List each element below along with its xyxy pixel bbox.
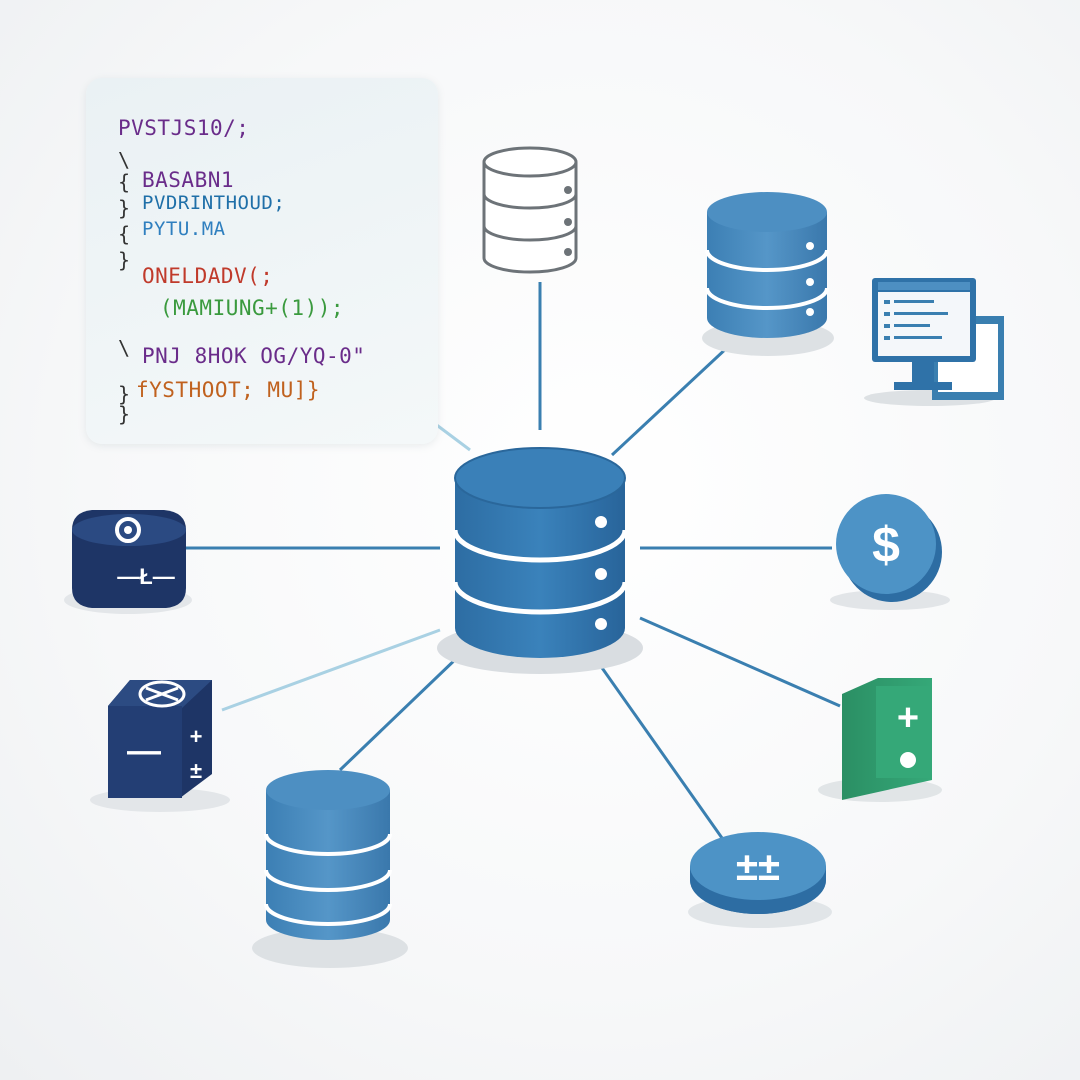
code-brace: } [118, 196, 131, 220]
connector-to-green-block [639, 616, 841, 708]
connector-to-top-right-db [610, 343, 732, 457]
code-line: BASABN1 [142, 168, 235, 192]
gear-glyph-icon [115, 517, 141, 543]
connector-to-bottom-coin [598, 664, 724, 839]
dollar-coin-icon: $ [830, 494, 950, 610]
navy-box-icon: — + ± [90, 680, 230, 812]
green-block-icon: + [818, 678, 942, 802]
database-icon-bottom [252, 770, 408, 968]
navy-box-front-symbol: — [127, 732, 161, 770]
green-block-plus: + [897, 697, 919, 739]
wheel-glyph-icon [138, 680, 186, 708]
navy-cube-symbol: —Ł— [117, 564, 174, 589]
connector-to-bottom-left-cube [221, 628, 441, 712]
code-line: PVSTJS10/; [118, 116, 250, 140]
code-brace: \ [118, 148, 131, 172]
dollar-symbol: $ [872, 517, 900, 573]
connector-to-bottom-db [338, 653, 462, 772]
navy-cube-icon: —Ł— [64, 510, 192, 614]
code-line: fYSTHOOT; MU]} [136, 378, 321, 402]
central-database-icon [437, 447, 643, 674]
database-icon-top-right [702, 192, 834, 356]
code-brace: } [118, 382, 131, 406]
computer-monitor-icon [864, 278, 1004, 406]
code-brace: \ [118, 336, 131, 360]
code-line: PVDRINTHOUD; [142, 192, 286, 214]
bottom-coin-icon: ±± [688, 832, 832, 928]
bottom-coin-symbol: ±± [736, 845, 780, 889]
outline-database-icon [482, 146, 578, 274]
code-line: PNJ 8HOK OG/YQ-0" [142, 344, 366, 368]
code-brace: } [118, 402, 131, 426]
code-line: ONELDADV(; [142, 264, 274, 288]
navy-box-side-bottom-symbol: ± [190, 758, 202, 783]
code-brace: { [118, 222, 131, 246]
code-line: PYTU.MA [142, 218, 226, 240]
navy-box-side-top-symbol: + [190, 724, 203, 749]
code-brace: { [118, 170, 131, 194]
connectors [186, 282, 841, 839]
code-snippet-panel: PVSTJS10/; \ { BASABN1 } PVDRINTHOUD; { … [86, 78, 438, 444]
code-brace: } [118, 248, 131, 272]
code-line: (MAMIUNG+(1)); [160, 296, 345, 320]
